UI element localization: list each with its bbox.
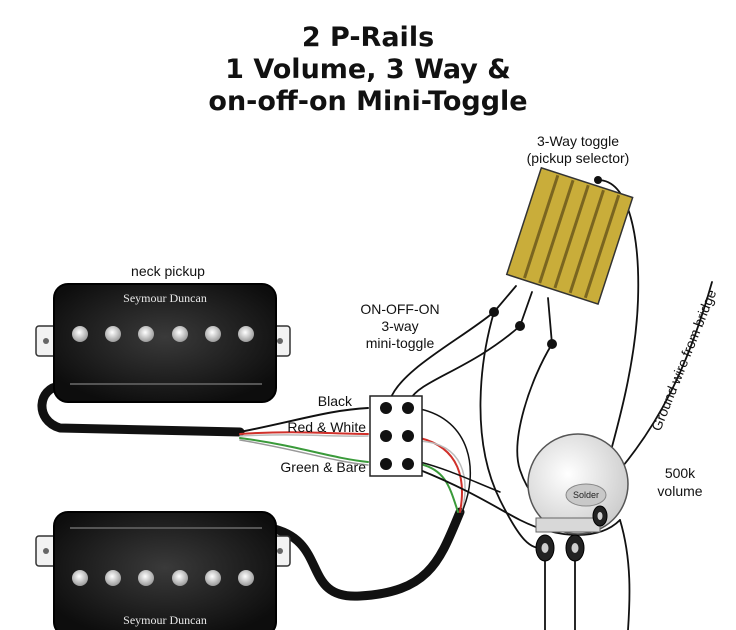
neck-pickup-label: neck pickup [131, 263, 205, 279]
3way-to-volume [479, 311, 546, 550]
wire-label-black: Black [318, 393, 353, 409]
wire-label-green-bare: Green & Bare [280, 459, 366, 475]
ground-wire-label: Ground wire from bridge [648, 287, 719, 433]
pot-back-wire [419, 461, 501, 493]
mini-label-2: 3-way [381, 318, 418, 334]
pole-piece-icon [138, 326, 154, 342]
neck-brand-label: Seymour Duncan [123, 291, 207, 305]
3way-label-2: (pickup selector) [527, 150, 630, 166]
screw-icon [277, 548, 283, 554]
solder-joints [489, 176, 602, 349]
pole-piece-icon [72, 570, 88, 586]
green-bare-lead-bare [239, 439, 369, 466]
pole-piece-icon [205, 570, 221, 586]
pole-piece-icon [238, 570, 254, 586]
pole-piece-icon [72, 326, 88, 342]
screw-icon [277, 338, 283, 344]
pole-piece-icon [172, 570, 188, 586]
pot-lugs [535, 505, 608, 562]
mini-gnd-loop [419, 469, 621, 536]
mini-toggle: ON-OFF-ON 3-way mini-toggle Black Red & … [280, 301, 440, 477]
volume-label-1: 500k [665, 465, 696, 481]
three-way-toggle: 3-Way toggle (pickup selector) [505, 133, 634, 305]
pot-right-wire [619, 519, 631, 630]
mini-lug-icon [402, 430, 414, 442]
red-white-lead-white [239, 434, 369, 437]
neck-pickup: Seymour Duncan neck pickup [35, 263, 291, 403]
bridge-pickup-cable [265, 507, 465, 601]
screw-icon [43, 338, 49, 344]
bridge-pole-pieces [72, 570, 254, 586]
red-white-lead-red [239, 431, 369, 435]
mini-label-1: ON-OFF-ON [360, 301, 439, 317]
bridge-pickup: Seymour Duncan [35, 511, 291, 630]
pole-piece-icon [105, 570, 121, 586]
title-line-1: 2 P-Rails [302, 22, 434, 53]
title-line-3: on-off-on Mini-Toggle [208, 86, 527, 117]
pot-lug-bar [535, 517, 601, 533]
wires [37, 179, 713, 630]
bridge-white-lead [419, 440, 466, 513]
screw-icon [43, 548, 49, 554]
mini-lug-icon [402, 458, 414, 470]
neck-pole-pieces [72, 326, 254, 342]
3way-lug-3 [547, 297, 553, 345]
title-line-2: 1 Volume, 3 Way & [225, 54, 511, 85]
pole-piece-icon [172, 326, 188, 342]
black-lead [239, 407, 369, 433]
bridge-black-lead [419, 408, 472, 513]
bridge-brand-label: Seymour Duncan [123, 613, 207, 627]
3way-lug-1 [493, 285, 517, 313]
solder-pad [565, 483, 607, 507]
volume-pot: Solder 500k volume [527, 433, 703, 562]
solder-dot [515, 321, 525, 331]
solder-dot [489, 307, 499, 317]
3way-label-1: 3-Way toggle [537, 133, 619, 149]
pole-piece-icon [205, 326, 221, 342]
neck-pickup-body [53, 283, 277, 403]
mini-to-3way-a [389, 311, 495, 401]
mini-lug-icon [402, 402, 414, 414]
title: 2 P-Rails 1 Volume, 3 Way & on-off-on Mi… [208, 22, 527, 117]
solder-dot [547, 339, 557, 349]
mini-toggle-body [369, 395, 423, 477]
mini-label-3: mini-toggle [366, 335, 435, 351]
volume-label-2: volume [657, 483, 702, 499]
pole-piece-icon [105, 326, 121, 342]
mini-lug-icon [380, 430, 392, 442]
wire-label-red-white: Red & White [287, 419, 366, 435]
pole-piece-icon [238, 326, 254, 342]
bridge-pickup-body [53, 511, 277, 630]
green-bare-lead-green [239, 437, 369, 463]
mini-lug-icon [380, 402, 392, 414]
3way-lug-2 [519, 291, 533, 327]
mini-lug-icon [380, 458, 392, 470]
bridge-green-lead [419, 463, 459, 513]
mini-to-3way-b [409, 325, 521, 401]
solder-label: Solder [573, 490, 599, 500]
solder-dot [594, 176, 602, 184]
pole-piece-icon [138, 570, 154, 586]
